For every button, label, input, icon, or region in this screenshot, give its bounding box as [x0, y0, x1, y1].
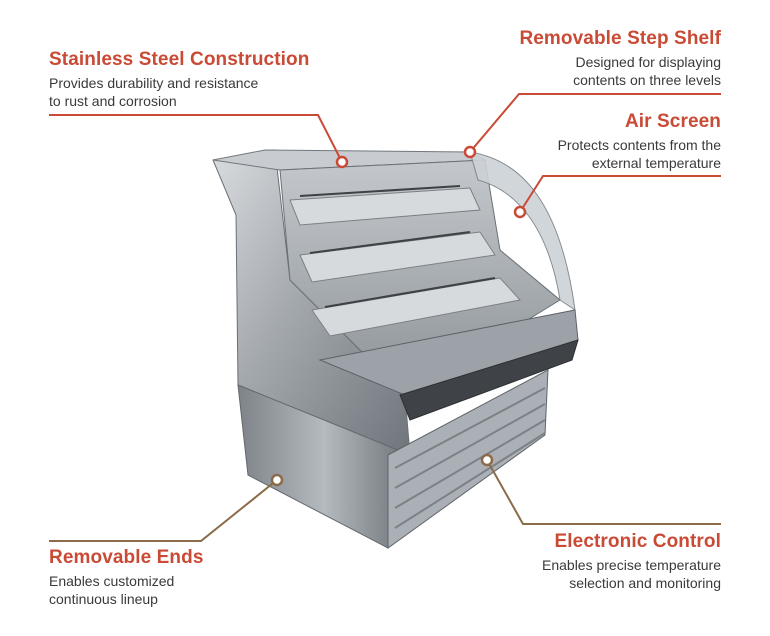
dot-step-shelf — [463, 145, 477, 159]
callout-body: Enables customized continuous lineup — [49, 573, 175, 607]
louver-lines — [394, 387, 546, 529]
callout-title: Removable Ends — [49, 547, 204, 568]
step-shelves — [289, 187, 521, 337]
callout-electronic-control: Electronic Control Enables precise tempe… — [542, 531, 721, 592]
callout-air-screen: Air Screen Protects contents from the ex… — [558, 111, 721, 172]
shelf-slots — [299, 185, 496, 308]
callout-title: Stainless Steel Construction — [49, 49, 310, 70]
front-louver-panel — [387, 369, 549, 549]
callout-body: Designed for displaying contents on thre… — [573, 54, 721, 88]
dot-control — [480, 453, 494, 467]
leader-air-screen — [519, 175, 721, 213]
callout-removable-ends: Removable Ends Enables customized contin… — [49, 547, 204, 608]
front-rail — [399, 339, 579, 421]
leader-dots — [270, 145, 527, 487]
leader-ends — [49, 479, 278, 542]
dot-air-screen — [513, 205, 527, 219]
leader-control — [486, 459, 721, 525]
callout-title: Removable Step Shelf — [519, 28, 721, 49]
callout-title: Electronic Control — [554, 531, 721, 552]
callout-body: Enables precise temperature selection an… — [542, 557, 721, 591]
dot-ends — [270, 473, 284, 487]
callout-step-shelf: Removable Step Shelf Designed for displa… — [519, 28, 721, 89]
dot-stainless — [335, 155, 349, 169]
leader-lines — [49, 93, 721, 542]
callout-body: Protects contents from the external temp… — [557, 137, 721, 171]
callout-title: Air Screen — [624, 111, 721, 132]
leader-step-shelf — [469, 93, 721, 153]
leader-stainless — [49, 114, 343, 163]
left-side-panel — [212, 149, 411, 456]
callout-stainless-steel: Stainless Steel Construction Provides du… — [49, 49, 309, 110]
callout-body: Provides durability and resistance to ru… — [49, 75, 259, 109]
